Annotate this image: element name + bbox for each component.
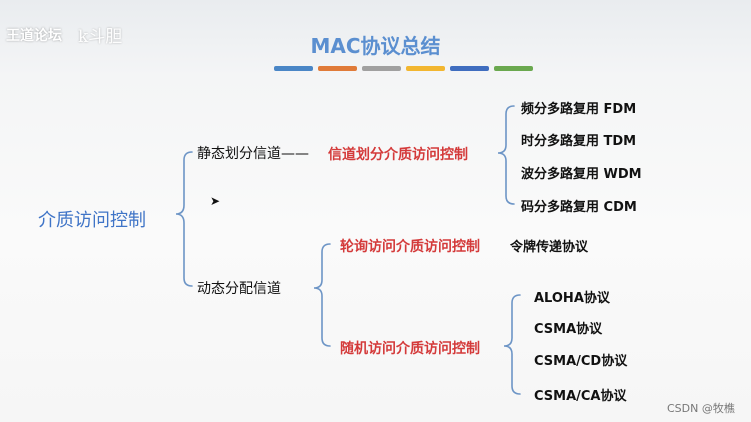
watermark: CSDN @牧樵 — [667, 402, 735, 415]
brace-root — [175, 151, 193, 287]
mouse-cursor-icon: ➤ — [210, 194, 221, 208]
random-item-csma-cd: CSMA/CD协议 — [534, 354, 628, 369]
static-item-wdm: 波分多路复用 WDM — [521, 167, 642, 182]
title-color-bar — [494, 66, 533, 71]
static-method-label: 信道划分介质访问控制 — [328, 147, 468, 163]
page-title: MAC协议总结 — [310, 34, 441, 58]
brace-dynamic — [313, 243, 331, 347]
title-color-bar — [450, 66, 489, 71]
logo-text: 王道论坛 — [6, 28, 62, 44]
static-item-fdm: 频分多路复用 FDM — [521, 102, 637, 117]
title-color-bar — [362, 66, 401, 71]
dynamic-channel-label: 动态分配信道 — [197, 281, 281, 297]
polling-item-token: 令牌传递协议 — [510, 240, 589, 255]
brace-random — [503, 294, 521, 395]
random-item-csma-ca: CSMA/CA协议 — [534, 389, 627, 404]
random-item-csma: CSMA协议 — [534, 322, 603, 337]
brace-static — [497, 105, 515, 205]
static-item-tdm: 时分多路复用 TDM — [521, 134, 637, 149]
logo-script: k斗胆 — [78, 27, 123, 47]
root-node: 介质访问控制 — [38, 210, 146, 231]
static-item-cdm: 码分多路复用 CDM — [521, 200, 637, 215]
title-color-bars — [274, 66, 533, 71]
random-method-label: 随机访问介质访问控制 — [340, 341, 480, 357]
title-color-bar — [318, 66, 357, 71]
title-color-bar — [274, 66, 313, 71]
title-color-bar — [406, 66, 445, 71]
polling-method-label: 轮询访问介质访问控制 — [340, 239, 480, 255]
random-item-aloha: ALOHA协议 — [534, 291, 610, 306]
static-channel-label: 静态划分信道—— — [197, 146, 309, 162]
